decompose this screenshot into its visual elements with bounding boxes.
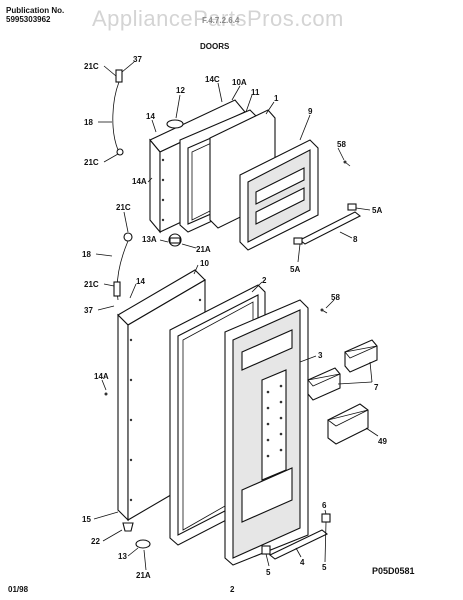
- callout-18: 18: [84, 118, 93, 127]
- door-bins: [307, 339, 378, 401]
- fresh-food-inner-liner: [224, 299, 309, 566]
- screw-58-lower-head: [320, 308, 324, 312]
- callout-14A: 14A: [132, 177, 147, 186]
- callout-21A: 21A: [136, 571, 151, 580]
- callout-58: 58: [331, 293, 340, 302]
- freezer-door-shelf: [293, 203, 362, 245]
- callout-3: 3: [318, 351, 323, 360]
- callout-49: 49: [378, 437, 387, 446]
- callout-12: 12: [176, 86, 185, 95]
- callout-58: 58: [337, 140, 346, 149]
- callout-14C: 14C: [205, 75, 220, 84]
- callout-8: 8: [353, 235, 358, 244]
- callout-9: 9: [308, 107, 313, 116]
- callout-10A: 10A: [232, 78, 247, 87]
- callout-13: 13: [118, 552, 127, 561]
- footer-diagram-code: P05D0581: [372, 566, 415, 576]
- lower-hinge-parts: [104, 392, 151, 549]
- footer-page: 2: [230, 585, 235, 594]
- callout-7: 7: [374, 383, 379, 392]
- callout-11: 11: [251, 88, 260, 97]
- callout-21C: 21C: [84, 62, 99, 71]
- callout-4: 4: [300, 558, 305, 567]
- section-title: DOORS: [200, 42, 230, 51]
- callout-15: 15: [82, 515, 91, 524]
- watermark: AppliancePartsPros.com: [92, 6, 344, 31]
- callout-37: 37: [84, 306, 93, 315]
- footer-date: 01/98: [8, 585, 29, 594]
- callout-18: 18: [82, 250, 91, 259]
- callout-13A: 13A: [142, 235, 157, 244]
- callout-21C: 21C: [84, 158, 99, 167]
- callout-6: 6: [322, 501, 327, 510]
- callout-21A: 21A: [196, 245, 211, 254]
- freezer-inner-panel: [239, 139, 319, 251]
- model-number: F.4.7.2.6.4: [202, 16, 240, 25]
- callout-1: 1: [274, 94, 279, 103]
- callout-14: 14: [146, 112, 155, 121]
- callout-37: 37: [133, 55, 142, 64]
- callout-5: 5: [266, 568, 271, 577]
- callout-5A: 5A: [290, 265, 300, 274]
- callout-2: 2: [262, 276, 267, 285]
- callout-10: 10: [200, 259, 209, 268]
- emblem-part: [166, 119, 184, 129]
- callout-21C: 21C: [116, 203, 131, 212]
- dairy-bin: [327, 403, 369, 445]
- callout-5: 5: [322, 563, 327, 572]
- leader-lines: [93, 61, 379, 571]
- callout-21C: 21C: [84, 280, 99, 289]
- publication-number: 5995303962: [6, 15, 51, 24]
- callout-22: 22: [91, 537, 100, 546]
- callout-14A: 14A: [94, 372, 109, 381]
- callout-14: 14: [136, 277, 145, 286]
- callout-5A: 5A: [372, 206, 382, 215]
- screw-58-upper-head: [343, 160, 347, 164]
- publication-label: Publication No.: [6, 6, 65, 15]
